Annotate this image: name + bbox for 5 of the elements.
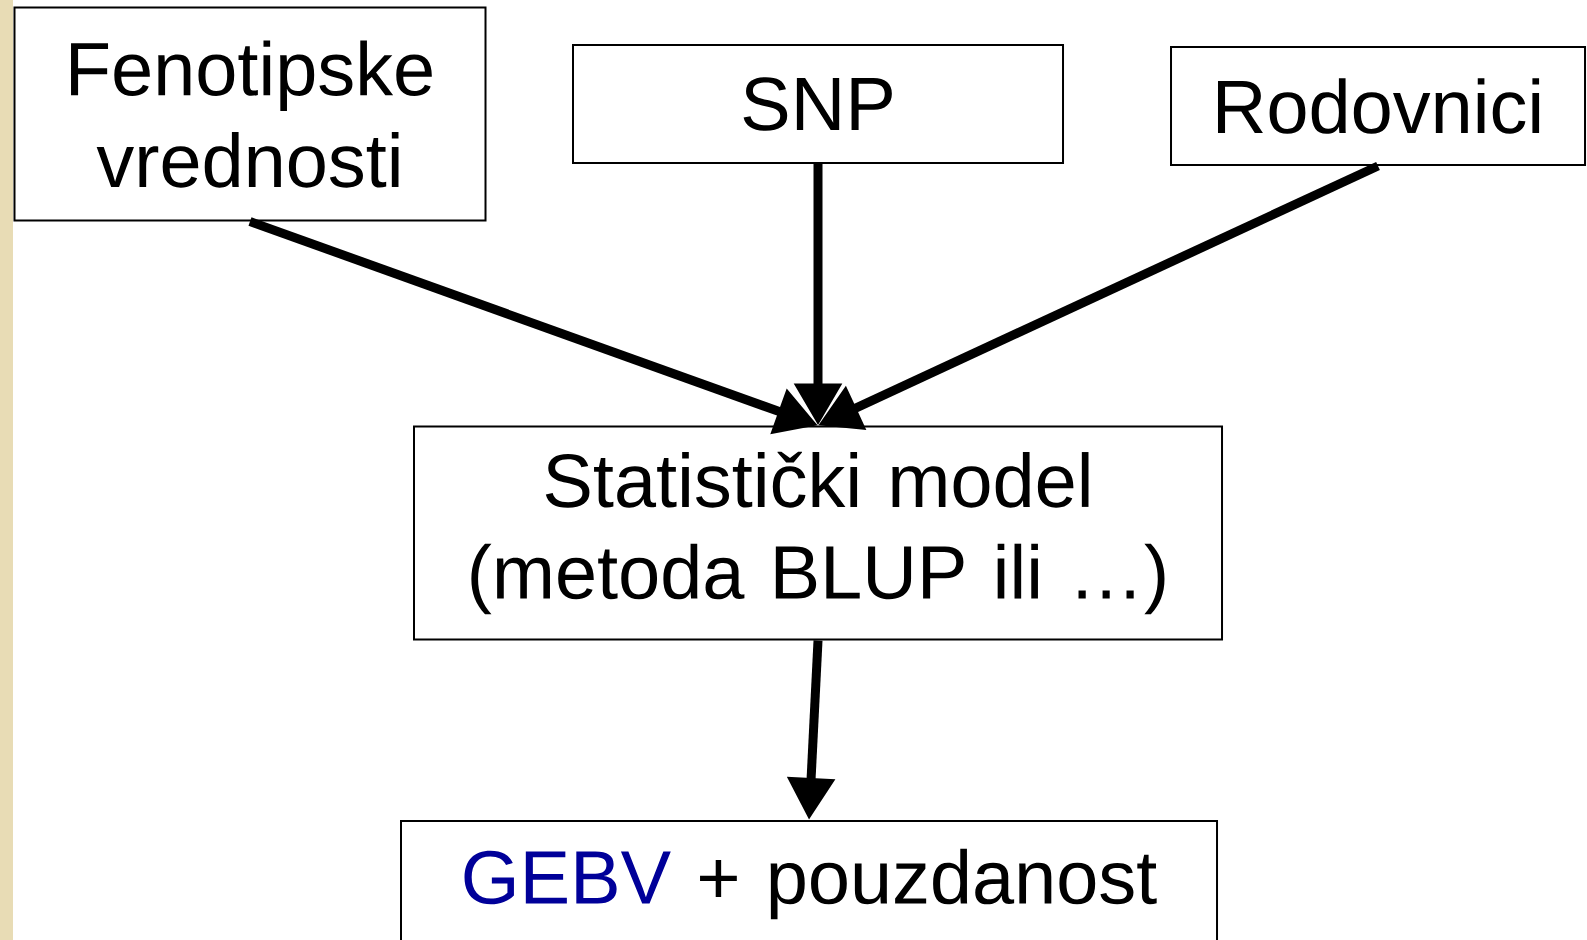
process-box: Fenotipske vrednosti: [13, 6, 487, 222]
process-box: GEBV + pouzdanost: [400, 820, 1218, 940]
process-box: Rodovnici: [1170, 46, 1586, 166]
process-box: Statistički model (metoda BLUP ili …): [413, 425, 1223, 641]
process-box: SNP: [572, 44, 1064, 164]
